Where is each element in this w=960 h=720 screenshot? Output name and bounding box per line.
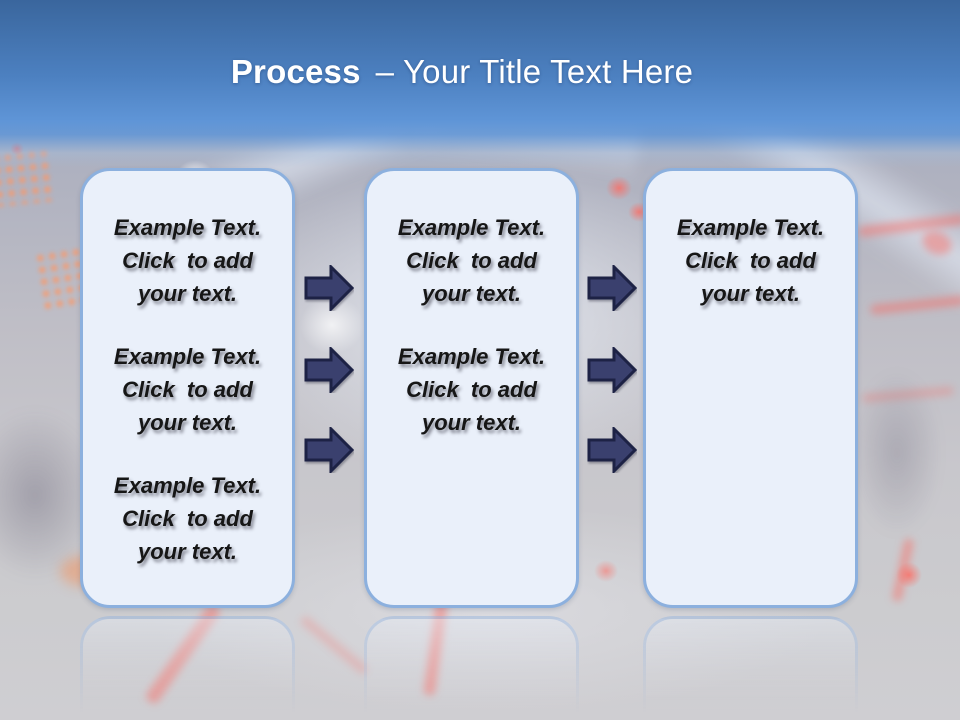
right-arrow-icon: [587, 347, 637, 393]
red-light-streak: [869, 295, 960, 315]
box-paragraph: Example Text. Click to add your text.: [676, 215, 825, 306]
box-paragraph: Example Text. Click to add your text.: [113, 344, 262, 435]
red-light-dot: [606, 176, 632, 200]
red-light-streak: [918, 227, 956, 259]
title-rest: – Your Title Text Here: [375, 53, 694, 90]
slide-title: Process – Your Title Text Here: [0, 53, 942, 91]
box-reflection: [643, 616, 858, 720]
right-arrow-icon: [304, 427, 354, 473]
process-box-3[interactable]: Example Text. Click to add your text.: [643, 168, 858, 608]
box-paragraph: Example Text. Click to add your text.: [397, 344, 546, 435]
header-gradient: [0, 0, 960, 168]
title-bold: Process: [230, 53, 361, 90]
right-arrow-icon: [304, 265, 354, 311]
box-reflection: [80, 616, 295, 720]
right-arrow-icon: [587, 265, 637, 311]
red-light-streak: [861, 386, 955, 403]
process-box-2[interactable]: Example Text. Click to add your text. Ex…: [364, 168, 579, 608]
red-light-dot: [594, 560, 618, 582]
box-paragraph: Example Text. Click to add your text.: [113, 473, 262, 564]
red-light-streak: [857, 213, 960, 238]
box-reflection: [364, 616, 579, 720]
red-light-streak: [298, 614, 370, 676]
dark-smudge: [852, 368, 942, 538]
right-arrow-icon: [587, 427, 637, 473]
red-light-streak: [891, 537, 915, 603]
box-paragraph: Example Text. Click to add your text.: [397, 215, 546, 306]
process-box-1[interactable]: Example Text. Click to add your text. Ex…: [80, 168, 295, 608]
box-paragraph: Example Text. Click to add your text.: [113, 215, 262, 306]
right-arrow-icon: [304, 347, 354, 393]
red-light-dot: [896, 562, 922, 588]
